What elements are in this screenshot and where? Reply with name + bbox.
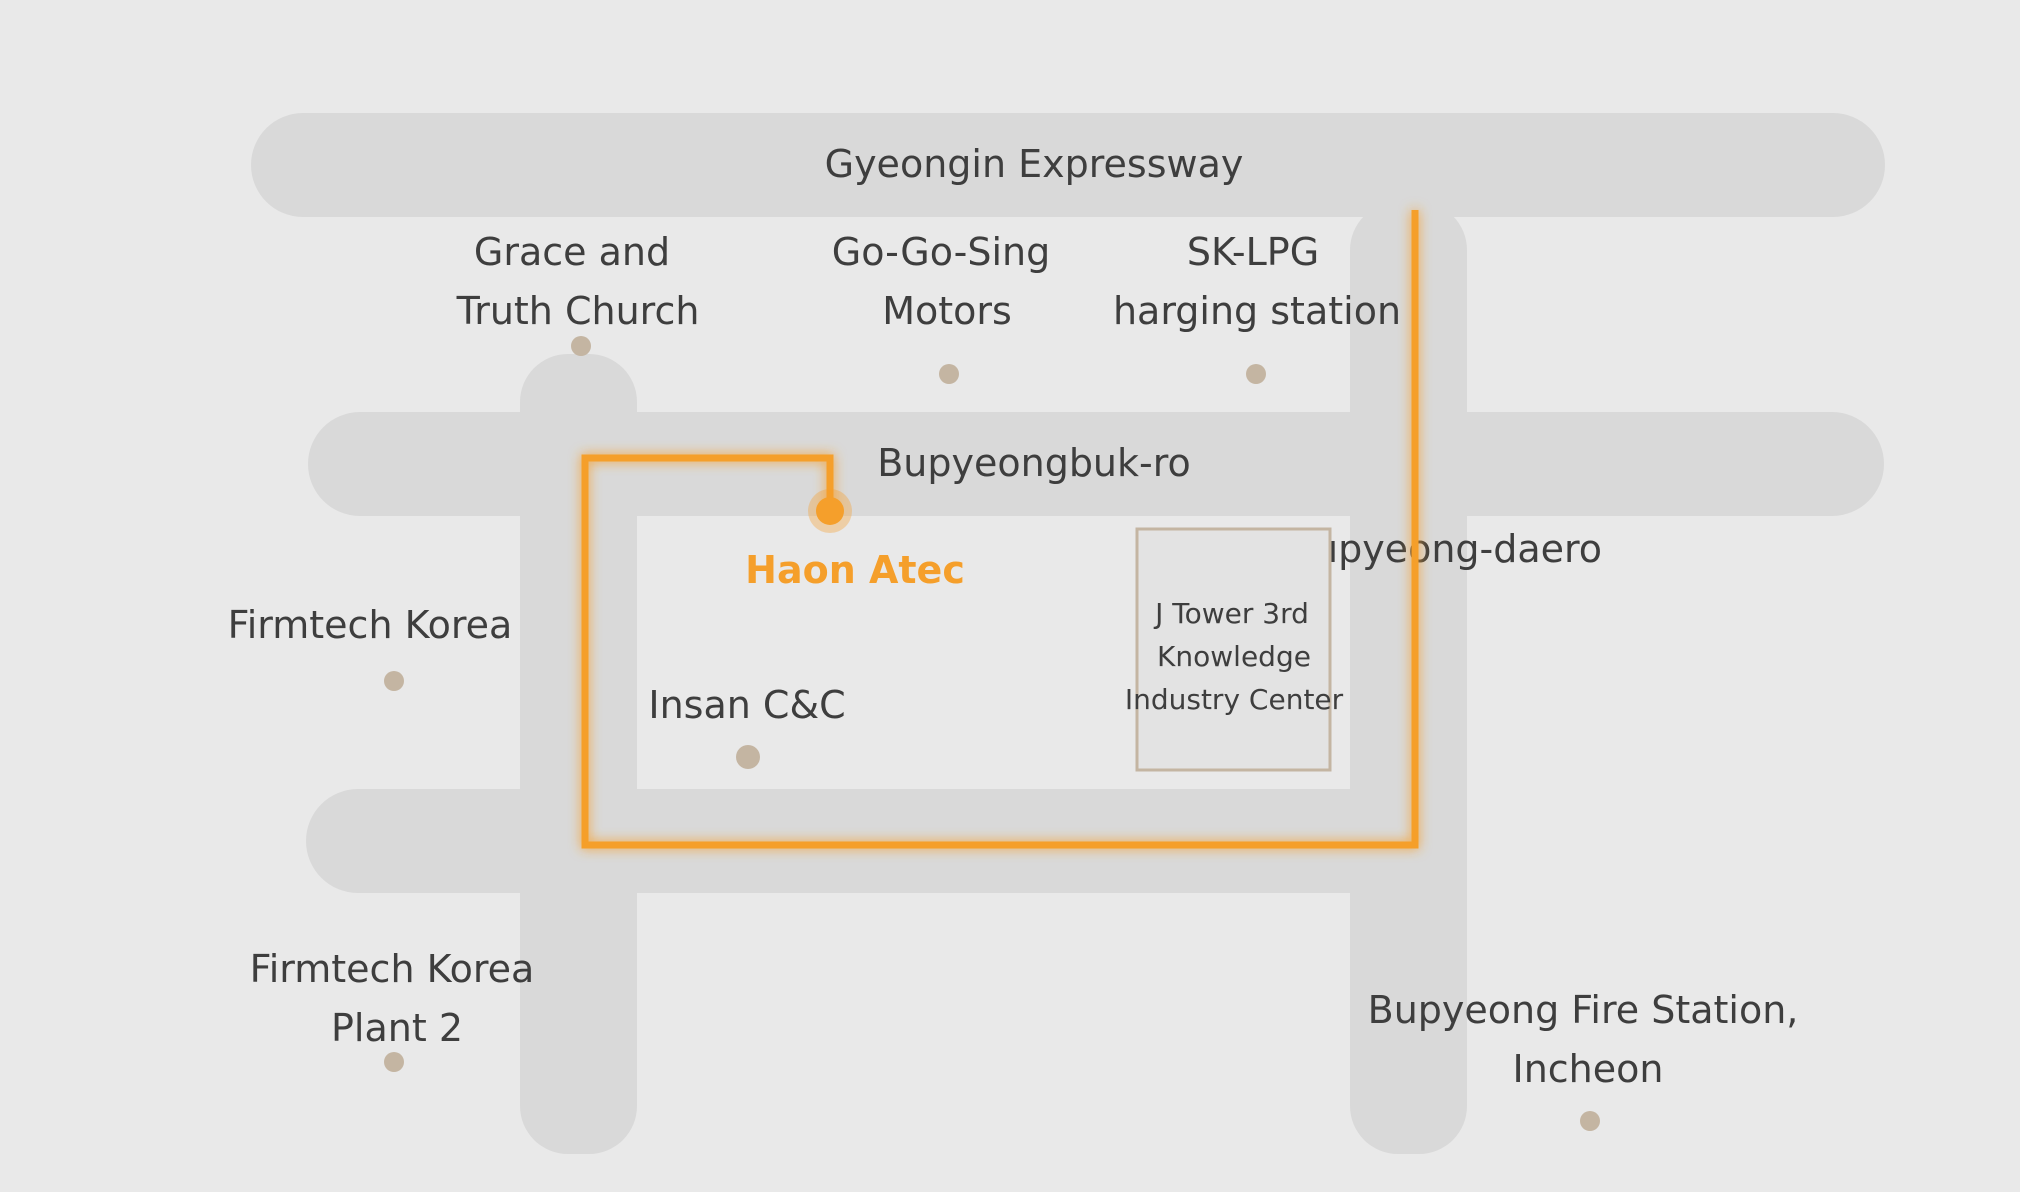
building-j-tower [1135,527,1332,772]
road-label-bupyeongbuk-ro: Bupyeongbuk-ro [877,441,1191,485]
road-label-bupyeong-daero: Bupyeong-daero [1288,527,1602,571]
road-south [306,789,1401,893]
poi-dot-sk-lpg[interactable] [1246,364,1266,384]
poi-label-firmtech-plant2-2: Plant 2 [331,1006,463,1050]
route-line [581,210,1419,849]
poi-dot-fire-station[interactable] [1580,1111,1600,1131]
destination-marker[interactable] [816,497,844,525]
poi-dot-firmtech-plant2[interactable] [384,1052,404,1072]
poi-label-grace-church-1: Grace and [474,230,670,274]
poi-label-grace-church-2: Truth Church [456,289,700,333]
poi-label-fire-station-2: Incheon [1513,1047,1664,1091]
poi-label-sk-lpg-2: harging station [1113,289,1401,333]
road-bupyeongbuk-ro [308,412,1884,516]
road-gyeongin-expressway [251,113,1885,217]
road-label-gyeongin-expressway: Gyeongin Expressway [825,142,1244,186]
poi-label-gogosing-1: Go-Go-Sing [832,230,1051,274]
poi-dot-grace-church[interactable] [571,336,591,356]
road-bupyeong-daero [1350,202,1467,1154]
building-label-line2: Knowledge [1157,640,1311,673]
poi-label-sk-lpg-1: SK-LPG [1187,230,1319,274]
poi-label-firmtech-plant2-1: Firmtech Korea [250,947,535,991]
poi-label-fire-station-1: Bupyeong Fire Station, [1368,988,1799,1032]
building-label-line3: Industry Center [1125,683,1344,716]
poi-label-gogosing-2: Motors [882,289,1012,333]
poi-label-firmtech: Firmtech Korea [228,603,513,647]
road-west-vertical [520,354,637,1154]
building-label-line1: J Tower 3rd [1153,597,1309,630]
poi-label-insan: Insan C&C [648,683,845,727]
poi-dot-insan[interactable] [736,745,760,769]
poi-dot-firmtech[interactable] [384,671,404,691]
poi-dot-gogosing[interactable] [939,364,959,384]
destination-label: Haon Atec [745,548,965,592]
